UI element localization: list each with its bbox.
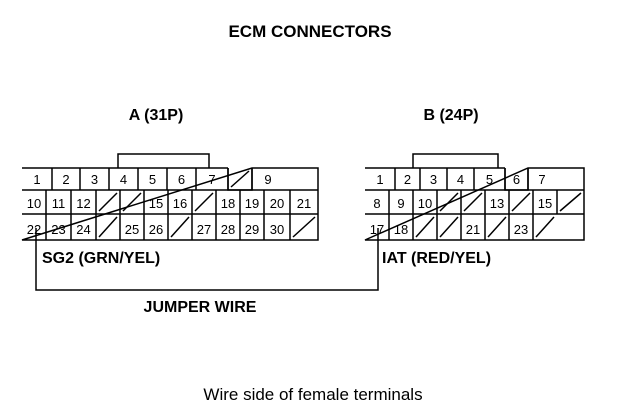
terminal-a-10: 10 <box>27 196 41 211</box>
blank-cavity <box>194 192 214 212</box>
terminal-a-11: 11 <box>52 196 66 211</box>
blank-cavity <box>535 216 555 238</box>
terminal-b-8: 8 <box>373 196 380 211</box>
blank-cavity <box>98 216 118 238</box>
blank-cavity <box>230 170 250 188</box>
terminal-b-21: 21 <box>466 222 480 237</box>
terminal-b-6: 6 <box>513 172 520 187</box>
blank-cavity <box>98 192 118 212</box>
blank-cavity <box>559 192 582 212</box>
terminal-a-2: 2 <box>62 172 69 187</box>
connector-b-housing <box>364 167 585 241</box>
connector-a-housing <box>21 167 319 241</box>
terminal-a-3: 3 <box>91 172 98 187</box>
iat-wire-label: IAT (RED/YEL) <box>382 250 491 267</box>
blank-cavity <box>122 192 142 212</box>
connector-a-lock-tab <box>117 153 210 168</box>
blank-cavity <box>439 216 459 238</box>
terminal-b-9: 9 <box>397 196 404 211</box>
terminal-a-19: 19 <box>245 196 259 211</box>
terminal-b-2: 2 <box>404 172 411 187</box>
jumper-wire <box>35 228 379 291</box>
terminal-a-30: 30 <box>270 222 284 237</box>
terminal-a-24: 24 <box>76 222 90 237</box>
blank-cavity <box>463 192 483 212</box>
connector-b-lock-tab <box>412 153 499 168</box>
terminal-a-15: 15 <box>149 196 163 211</box>
terminal-b-18: 18 <box>394 222 408 237</box>
terminal-a-25: 25 <box>125 222 139 237</box>
caption: Wire side of female terminals <box>203 385 422 404</box>
terminal-a-5: 5 <box>149 172 156 187</box>
terminal-b-15: 15 <box>538 196 552 211</box>
connector-a-label: A (31P) <box>129 107 184 124</box>
blank-cavity <box>487 216 507 238</box>
terminal-a-4: 4 <box>120 172 127 187</box>
terminal-a-12: 12 <box>76 196 90 211</box>
terminal-a-29: 29 <box>245 222 259 237</box>
terminal-a-7: 7 <box>208 172 215 187</box>
terminal-b-5: 5 <box>486 172 493 187</box>
terminal-a-21: 21 <box>297 196 311 211</box>
terminal-b-17: 17 <box>370 222 384 237</box>
diagram-title: ECM CONNECTORS <box>228 22 391 41</box>
blank-cavity <box>170 216 190 238</box>
terminal-a-22: 22 <box>27 222 41 237</box>
terminal-b-10: 10 <box>418 196 432 211</box>
blank-cavity <box>439 192 459 212</box>
terminal-a-20: 20 <box>270 196 284 211</box>
terminal-b-7: 7 <box>538 172 545 187</box>
blank-cavity <box>511 192 531 212</box>
terminal-a-6: 6 <box>178 172 185 187</box>
terminal-a-26: 26 <box>149 222 163 237</box>
connector-b-label: B (24P) <box>423 107 478 124</box>
sg2-wire-label: SG2 (GRN/YEL) <box>42 250 160 267</box>
blank-cavity <box>292 216 316 238</box>
terminal-b-4: 4 <box>457 172 464 187</box>
terminal-b-13: 13 <box>490 196 504 211</box>
terminal-a-18: 18 <box>221 196 235 211</box>
terminal-a-23: 23 <box>51 222 65 237</box>
jumper-wire-label: JUMPER WIRE <box>144 299 257 316</box>
terminal-a-1: 1 <box>33 172 40 187</box>
terminal-a-27: 27 <box>197 222 211 237</box>
terminal-a-9: 9 <box>264 172 271 187</box>
terminal-b-3: 3 <box>430 172 437 187</box>
terminal-b-1: 1 <box>376 172 383 187</box>
terminal-a-28: 28 <box>221 222 235 237</box>
blank-cavity <box>415 216 435 238</box>
terminal-a-16: 16 <box>173 196 187 211</box>
terminal-b-23: 23 <box>514 222 528 237</box>
